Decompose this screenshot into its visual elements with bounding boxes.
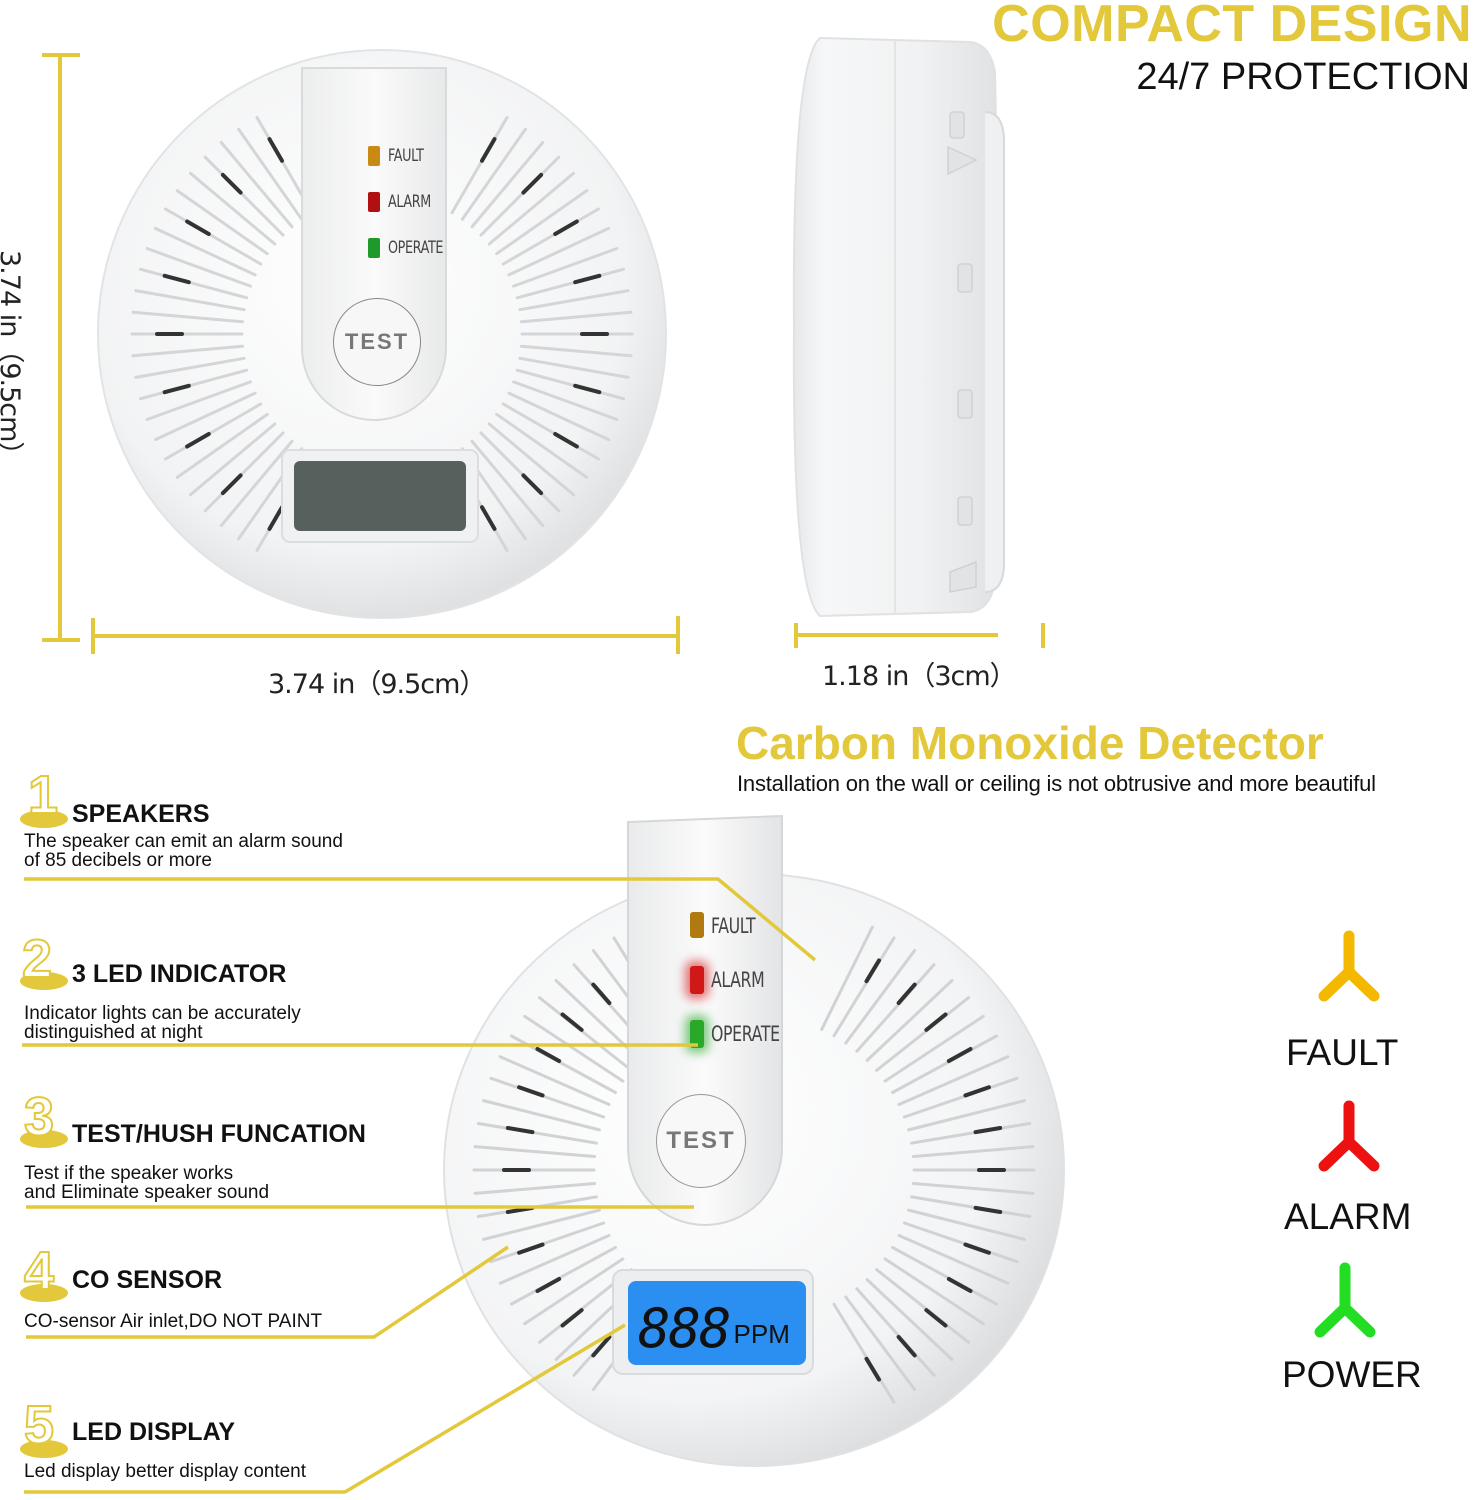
product-title: Carbon Monoxide Detector xyxy=(736,717,1324,769)
bottom-led-fault-label: FAULT xyxy=(711,914,756,938)
bottom-led-operate-label: OPERATE xyxy=(711,1022,780,1046)
legend-alarm-label: ALARM xyxy=(1284,1196,1412,1237)
feature-number: 2 xyxy=(21,929,53,989)
product-subtitle: Installation on the wall or ceiling is n… xyxy=(737,771,1376,796)
feature-test-hush: 3 TEST/HUSH FUNCATION Test if the speake… xyxy=(20,1087,420,1203)
feature-number-badge xyxy=(20,1130,68,1148)
feature-title: LED DISPLAY xyxy=(72,1418,236,1446)
bottom-led-alarm xyxy=(690,966,704,994)
feature-number-badge xyxy=(20,1440,68,1458)
feature-number: 4 xyxy=(23,1241,55,1301)
top-led-alarm-label: ALARM xyxy=(388,192,431,212)
feature-number-badge xyxy=(20,1284,68,1302)
feature-number: 5 xyxy=(23,1395,55,1455)
feature-number-badge xyxy=(20,972,68,990)
bottom-test-label: TEST xyxy=(666,1127,736,1154)
feature-title: CO SENSOR xyxy=(72,1266,223,1294)
headline-subtitle: 24/7 PROTECTION xyxy=(1136,56,1470,98)
headline-title: COMPACT DESIGN xyxy=(992,0,1472,53)
top-led-fault-label: FAULT xyxy=(388,146,424,166)
top-led-operate xyxy=(368,238,380,258)
feature-number: 1 xyxy=(27,765,59,825)
feature-description: Led display better display content xyxy=(24,1461,307,1482)
fault-indicator-icon xyxy=(1318,930,1380,1002)
feature-co-sensor: 4 CO SENSOR CO-sensor Air inlet,DO NOT P… xyxy=(20,1241,420,1336)
height-dimension-label: 3.74 in（9.5cm） xyxy=(0,250,25,468)
detector-side-icon xyxy=(792,36,1005,618)
bottom-led-alarm-label: ALARM xyxy=(711,968,765,992)
detector-side-view xyxy=(790,32,1010,622)
feature-number-badge xyxy=(20,810,68,828)
lcd-display: 888 PPM xyxy=(632,1286,802,1360)
bottom-led-fault xyxy=(690,912,704,938)
width-dimension-line xyxy=(91,616,680,654)
feature-number: 3 xyxy=(23,1087,55,1147)
top-test-button[interactable]: TEST xyxy=(333,298,421,386)
bottom-test-button[interactable]: TEST xyxy=(656,1094,746,1188)
legend-alarm: ALARM xyxy=(1280,1100,1430,1250)
legend-power-label: POWER xyxy=(1282,1354,1422,1395)
feature-led-indicator: 2 3 LED INDICATOR Indicator lights can b… xyxy=(20,931,420,1046)
feature-title: 3 LED INDICATOR xyxy=(72,960,287,988)
feature-description: Test if the speaker works and Eliminate … xyxy=(24,1163,270,1203)
lcd-value: 888 xyxy=(638,1297,732,1360)
top-test-label: TEST xyxy=(344,329,410,354)
feature-title: SPEAKERS xyxy=(72,800,210,828)
alarm-indicator-icon xyxy=(1318,1100,1380,1172)
bottom-led-operate xyxy=(690,1020,704,1048)
top-led-alarm xyxy=(368,192,380,212)
depth-dimension-line xyxy=(794,623,1045,648)
depth-dimension-label: 1.18 in（3cm） xyxy=(822,661,1017,692)
legend-fault: FAULT xyxy=(1280,930,1420,1080)
legend-fault-label: FAULT xyxy=(1286,1032,1399,1073)
feature-title: TEST/HUSH FUNCATION xyxy=(72,1120,366,1148)
legend-power: POWER xyxy=(1280,1262,1440,1412)
width-dimension-label: 3.74 in（9.5cm） xyxy=(268,669,486,700)
top-led-fault xyxy=(368,146,380,166)
feature-description: CO-sensor Air inlet,DO NOT PAINT xyxy=(24,1311,323,1332)
feature-led-display: 5 LED DISPLAY Led display better display… xyxy=(20,1395,420,1490)
feature-speakers: 1 SPEAKERS The speaker can emit an alarm… xyxy=(20,766,420,876)
feature-description: Indicator lights can be accurately disti… xyxy=(24,1003,301,1043)
feature-description: The speaker can emit an alarm sound of 8… xyxy=(24,831,343,871)
power-indicator-icon xyxy=(1314,1262,1376,1338)
top-led-operate-label: OPERATE xyxy=(388,238,444,258)
lcd-unit: PPM xyxy=(733,1319,790,1349)
height-dimension-line xyxy=(42,53,80,642)
